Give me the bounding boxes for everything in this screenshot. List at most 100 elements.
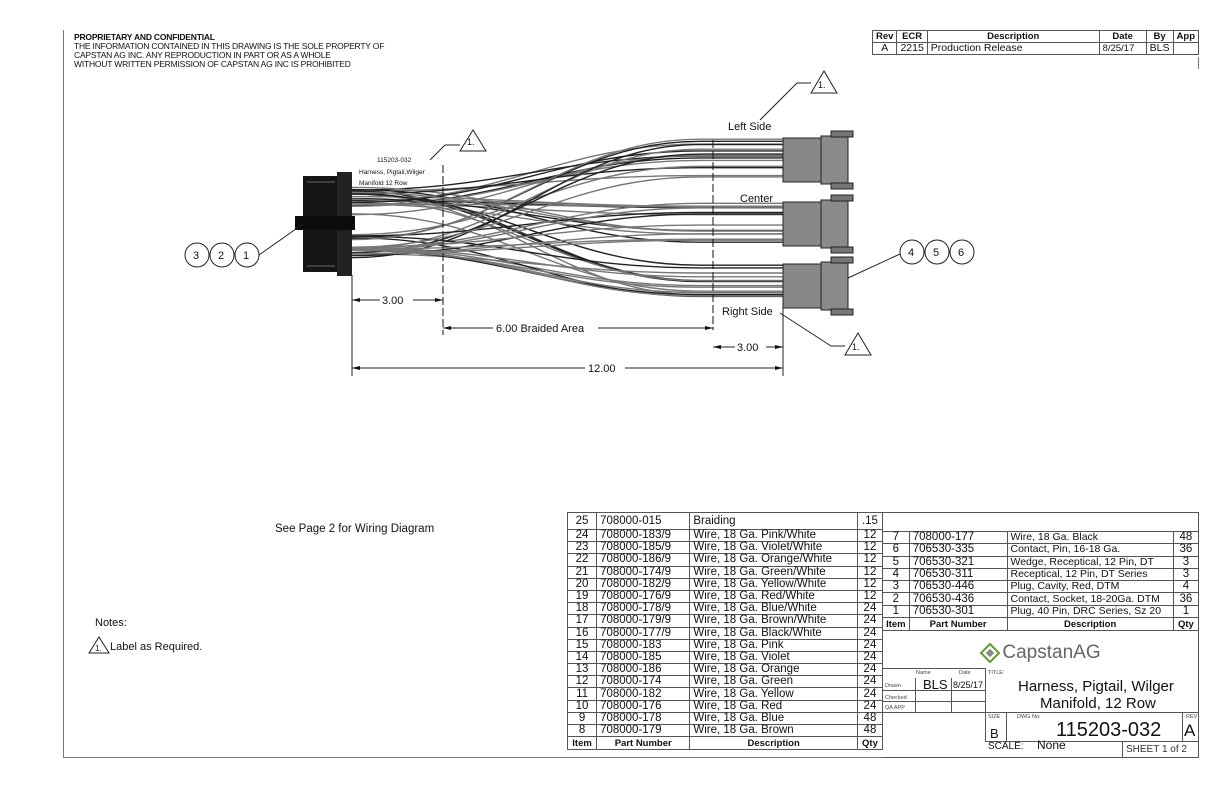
rev-table-tail bbox=[1198, 57, 1199, 69]
scale-value: None bbox=[1037, 738, 1066, 752]
capstan-logo-icon bbox=[980, 642, 1001, 663]
qty-cell: 12 bbox=[856, 553, 884, 567]
proprietary-notice: PROPRIETARY AND CONFIDENTIAL THE INFORMA… bbox=[74, 33, 384, 69]
part-number-cell: 706530-335 bbox=[908, 543, 1008, 557]
wire bbox=[351, 248, 783, 294]
part-number-header: Part Number bbox=[596, 736, 691, 751]
drawing-title-line1: Harness, Pigtail, Wilger bbox=[1018, 678, 1174, 695]
part-number-cell: 708000-179/9 bbox=[596, 614, 691, 628]
item-cell: 17 bbox=[566, 614, 598, 628]
part-number-cell: 708000-176 bbox=[596, 699, 691, 713]
notes-title: Notes: bbox=[95, 617, 127, 629]
qty-header: Qty bbox=[1172, 617, 1200, 632]
balloon-number: 5 bbox=[933, 247, 939, 259]
wire bbox=[351, 176, 783, 248]
part-number-header: Part Number bbox=[908, 617, 1008, 632]
wire bbox=[351, 138, 783, 241]
part-number-cell: 708000-186 bbox=[596, 663, 691, 677]
wire bbox=[351, 193, 783, 266]
part-number-cell: 708000-183/9 bbox=[596, 528, 691, 543]
note-marker: 1. bbox=[852, 342, 860, 352]
wire bbox=[351, 224, 783, 248]
part-number-cell: 708000-178/9 bbox=[596, 602, 691, 616]
name-label: Name bbox=[916, 670, 931, 676]
qty-cell: .15 bbox=[856, 512, 884, 530]
wire bbox=[351, 202, 783, 208]
wire bbox=[351, 247, 783, 297]
part-number-cell: 708000-174 bbox=[596, 675, 691, 689]
item-header: Item bbox=[882, 617, 910, 632]
part-number-cell: 708000-177/9 bbox=[596, 626, 691, 640]
note-triangle-icon bbox=[459, 129, 487, 152]
drawn-label: Drawn bbox=[885, 683, 901, 689]
balloon bbox=[234, 242, 260, 268]
description-cell: Wire, 18 Ga. Yellow/White bbox=[689, 577, 858, 591]
part-number-cell: 708000-182/9 bbox=[596, 577, 691, 591]
item-cell: 21 bbox=[566, 565, 598, 579]
description-cell: Wire, 18 Ga. Orange bbox=[689, 663, 858, 677]
note-marker: 1. bbox=[467, 137, 475, 147]
dt-receptacle bbox=[782, 130, 854, 190]
qty-cell: 24 bbox=[856, 626, 884, 640]
part-number-cell: 706530-311 bbox=[908, 567, 1008, 582]
note-triangle-icon bbox=[88, 636, 110, 654]
description-cell: Wire, 18 Ga. Blue/White bbox=[689, 602, 858, 616]
part-number-cell: 708000-176/9 bbox=[596, 589, 691, 604]
item-header: Item bbox=[566, 736, 598, 751]
rev-header: Rev bbox=[871, 30, 898, 43]
part-number-cell: 706530-301 bbox=[908, 604, 1008, 619]
balloon-number: 1 bbox=[243, 250, 249, 262]
description-cell: Wire, 18 Ga. Green bbox=[689, 675, 858, 689]
qty-cell: 24 bbox=[856, 602, 884, 616]
rev-cell: A bbox=[871, 42, 898, 55]
qty-cell: 36 bbox=[1172, 592, 1200, 606]
item-cell: 15 bbox=[566, 638, 598, 652]
qty-cell: 12 bbox=[856, 565, 884, 579]
qty-cell: 3 bbox=[1172, 555, 1200, 569]
by-cell: BLS bbox=[1145, 42, 1174, 55]
item-cell: 25 bbox=[566, 512, 598, 530]
description-cell: Wire, 18 Ga. Violet/White bbox=[689, 541, 858, 555]
wire bbox=[351, 200, 783, 209]
note-marker: 1. bbox=[818, 80, 826, 90]
part-number-cell: 706530-436 bbox=[908, 592, 1008, 606]
description-cell: Wire, 18 Ga. Brown/White bbox=[689, 614, 858, 628]
divider bbox=[882, 701, 986, 702]
qty-cell: 12 bbox=[856, 541, 884, 555]
dimension-total: 12.00 bbox=[588, 363, 616, 375]
label-right-side: Right Side bbox=[722, 306, 773, 318]
dwg-label: DWG No: bbox=[1017, 714, 1041, 720]
part-number-cell: 708000-179 bbox=[596, 723, 691, 738]
wire bbox=[351, 213, 783, 292]
wire bbox=[351, 174, 783, 192]
description-cell: Wire, 18 Ga. Orange/White bbox=[689, 553, 858, 567]
description-cell: Contact, Socket, 18-20Ga. DTM bbox=[1006, 592, 1174, 606]
date-cell: 8/25/17 bbox=[1098, 42, 1147, 55]
item-cell: 9 bbox=[566, 711, 598, 726]
item-cell: 3 bbox=[882, 580, 910, 594]
balloon bbox=[949, 239, 975, 265]
checked-label: Checked bbox=[885, 695, 907, 701]
part-number-cell: 708000-177 bbox=[908, 530, 1008, 545]
title-block bbox=[882, 512, 1199, 758]
item-cell: 18 bbox=[566, 602, 598, 616]
divider bbox=[951, 678, 952, 712]
proprietary-title: PROPRIETARY AND CONFIDENTIAL bbox=[74, 32, 215, 42]
description-cell: Plug, Cavity, Red, DTM bbox=[1006, 580, 1174, 594]
description-cell: Wire, 18 Ga. Black bbox=[1006, 530, 1174, 545]
item-cell: 13 bbox=[566, 663, 598, 677]
description-cell: Wire, 18 Ga. Blue bbox=[689, 711, 858, 726]
wire bbox=[351, 165, 783, 236]
